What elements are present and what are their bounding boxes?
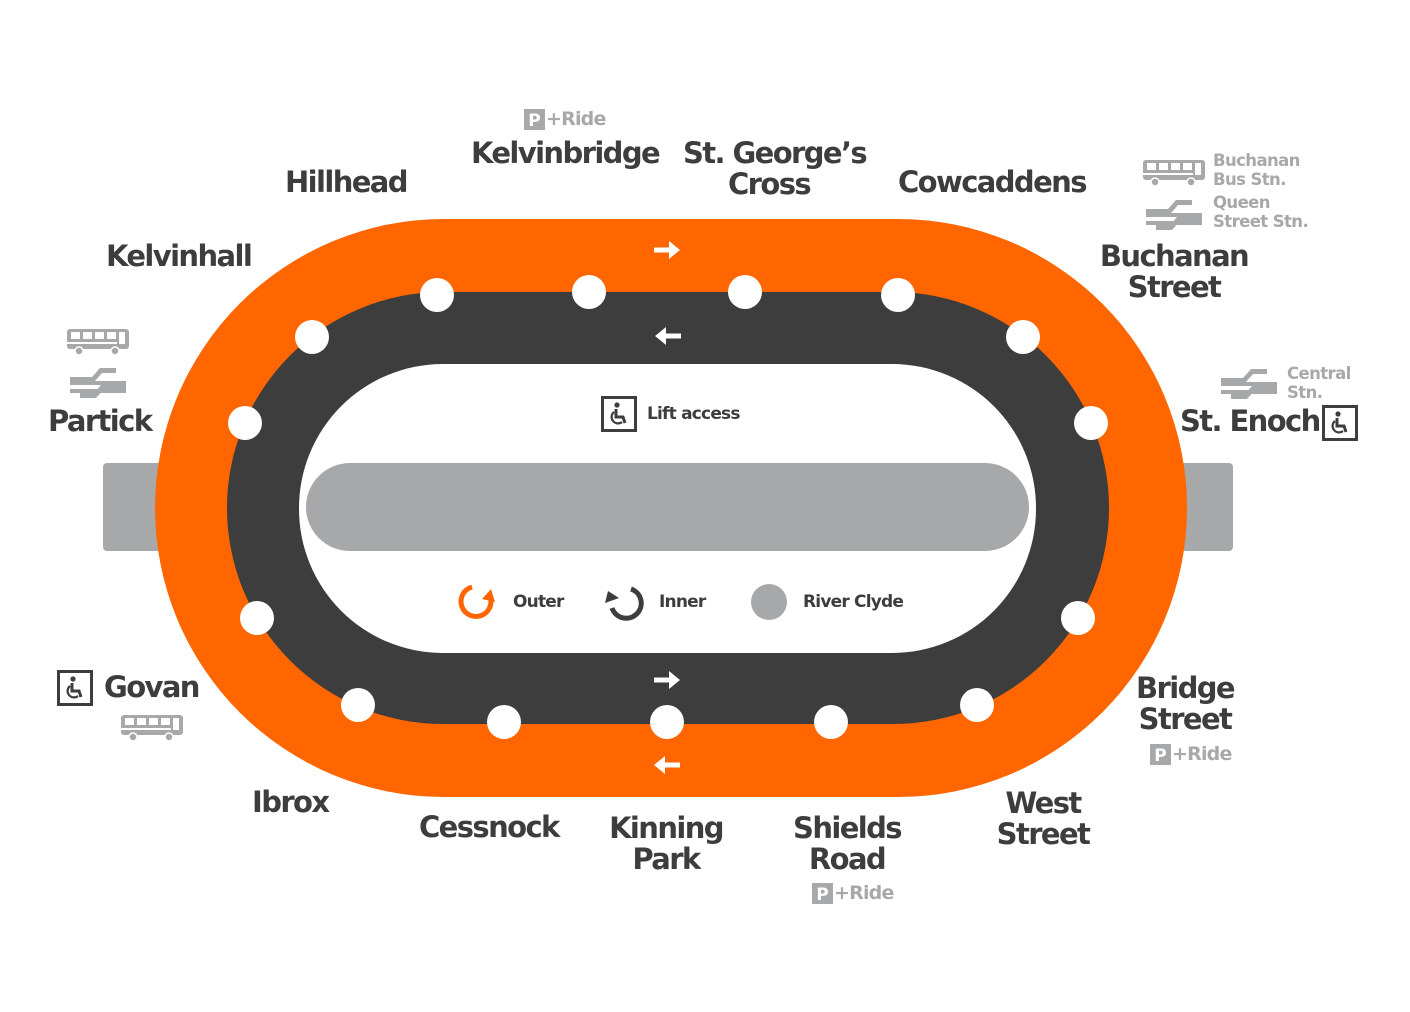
station-dot-bridge-street[interactable] [1061,601,1095,635]
station-label-line: Kinning [609,811,724,845]
station-dot-cessnock[interactable] [487,705,521,739]
bus-icon [1142,159,1206,187]
park-and-ride-icon: P [812,883,833,905]
station-dot-west-street[interactable] [960,688,994,722]
station-dot-kinning-park[interactable] [650,705,684,739]
wheelchair-icon [1322,405,1358,441]
station-label-line: Road [808,842,887,876]
station-label-line: St. George’s [683,136,868,170]
station-dot-partick[interactable] [228,406,262,440]
station-label-bridge-street[interactable]: Bridge Street [1130,673,1240,735]
station-dot-kelvinbridge[interactable] [572,275,606,309]
national-rail-icon [70,368,126,398]
station-label-line: Buchanan [1099,239,1250,273]
station-label-partick[interactable]: Partick [48,404,153,438]
station-label-kinning-park[interactable]: Kinning Park [603,813,729,875]
station-dot-shields-road[interactable] [814,705,848,739]
station-label-govan[interactable]: Govan [104,670,200,704]
svg-text:P: P [1154,746,1166,766]
facility-label-line: Buchanan [1213,151,1300,170]
park-and-ride-label-shields-road: +Ride [834,882,894,904]
legend-outer: Outer [513,592,564,612]
station-label-line: Street [996,817,1091,851]
station-label-hillhead[interactable]: Hillhead [285,165,409,199]
river-clyde-legend-dot [751,584,787,620]
station-label-line: Shields [793,811,903,845]
park-and-ride-label-kelvinbridge: +Ride [546,108,606,130]
svg-text:P: P [528,111,540,131]
station-label-line: West [1005,786,1082,820]
station-dot-govan[interactable] [240,601,274,635]
station-label-st-enoch[interactable]: St. Enoch [1180,404,1321,438]
station-label-line: Street [1138,702,1233,736]
svg-text:P: P [816,885,828,905]
station-label-cessnock[interactable]: Cessnock [419,810,560,844]
bus-icon [120,714,184,742]
inner-circle-icon [605,586,644,621]
station-label-buchanan-street[interactable]: Buchanan Street [1098,241,1250,303]
legend-inner: Inner [659,592,706,612]
facility-label-line: Queen [1213,193,1271,212]
station-label-line: Park [632,842,701,876]
station-dot-hillhead[interactable] [420,278,454,312]
station-label-ibrox[interactable]: Ibrox [252,785,330,819]
outer-circle-icon [458,584,495,619]
legend-lift-access: Lift access [647,404,741,424]
station-dot-kelvinhall[interactable] [295,320,329,354]
wheelchair-icon [57,670,93,706]
station-dot-ibrox[interactable] [341,688,375,722]
station-label-cowcaddens[interactable]: Cowcaddens [898,165,1087,199]
station-label-line: Cross [727,167,812,201]
national-rail-icon [1146,200,1202,230]
buchanan-bus-station-label: Buchanan Bus Stn. [1213,151,1300,189]
facility-label-line: Street Stn. [1213,212,1309,231]
station-label-shields-road[interactable]: Shields Road [786,813,908,875]
station-dot-cowcaddens[interactable] [881,278,915,312]
station-label-west-street[interactable]: West Street [990,788,1096,850]
wheelchair-icon [601,396,637,432]
station-dot-st-georges-cross[interactable] [728,275,762,309]
station-dot-st-enoch[interactable] [1074,406,1108,440]
park-and-ride-label-bridge-street: +Ride [1172,743,1232,765]
facility-label-line: Stn. [1287,383,1323,402]
station-label-kelvinhall[interactable]: Kelvinhall [106,239,253,273]
station-label-line: Bridge [1136,671,1236,705]
station-label-kelvinbridge[interactable]: Kelvinbridge [471,136,661,170]
facility-label-line: Bus Stn. [1213,170,1286,189]
station-dot-buchanan-street[interactable] [1006,320,1040,354]
station-label-line: Street [1127,270,1222,304]
station-label-st-georges-cross[interactable]: St. George’s Cross [683,136,868,201]
river-clyde-centre [306,463,1029,551]
legend-river-clyde: River Clyde [803,592,904,612]
central-station-label: Central Stn. [1287,364,1351,402]
national-rail-icon [1221,369,1277,399]
park-and-ride-icon: P [1150,744,1171,766]
park-and-ride-icon: P [524,109,545,131]
facility-label-line: Central [1287,364,1351,383]
queen-street-station-label: Queen Street Stn. [1213,193,1309,231]
bus-icon [66,328,130,356]
river-clyde-west [103,463,173,551]
